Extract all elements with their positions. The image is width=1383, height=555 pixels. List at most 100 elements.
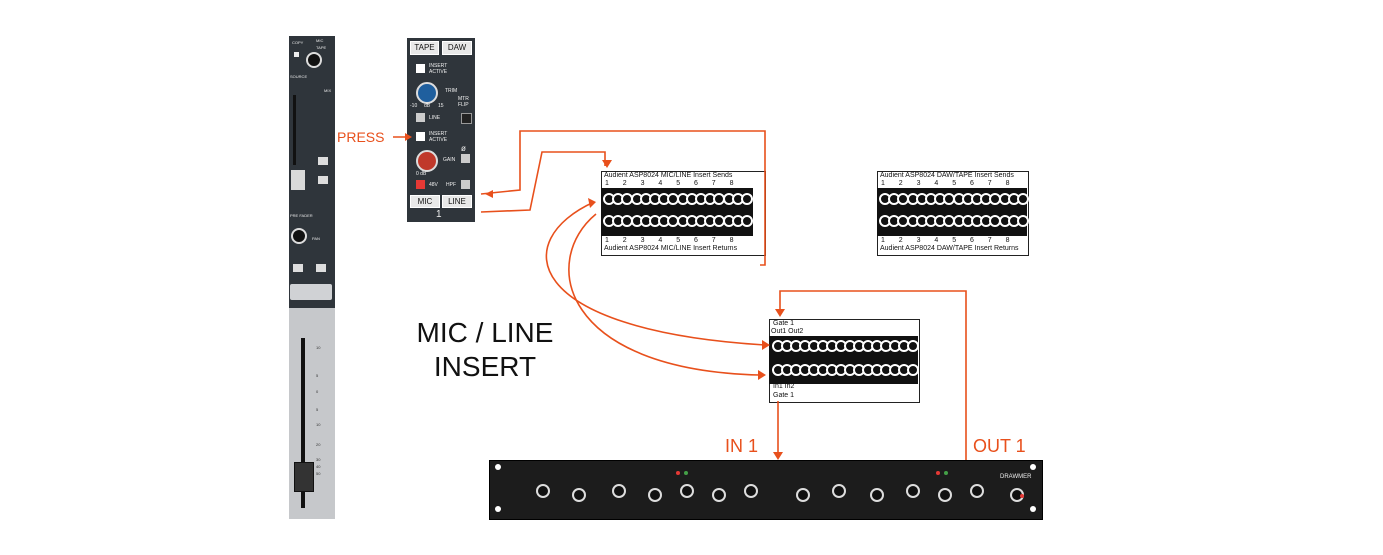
patchbay-daw-tape-bottom-number: 3 xyxy=(916,237,921,244)
tape-button[interactable]: TAPE xyxy=(410,41,439,55)
patchbay-gate-bottom-label: Gate 1 xyxy=(773,392,795,399)
send-cable xyxy=(480,130,766,266)
patchbay-mic-line-bottom-number: 4 xyxy=(658,237,663,244)
patchbay-mic-line-top-number: 7 xyxy=(711,180,716,187)
strip-button-b[interactable] xyxy=(318,176,328,184)
patchbay-daw-tape-top-number: 6 xyxy=(970,180,974,187)
gain-knob[interactable] xyxy=(416,150,438,172)
rack-knob[interactable] xyxy=(680,484,694,498)
out1-arrowhead xyxy=(775,309,785,317)
scale-5: 5 xyxy=(316,373,319,378)
rack-knob[interactable] xyxy=(648,488,662,502)
gate-out-arrowhead xyxy=(762,340,770,350)
rack-knob[interactable] xyxy=(712,488,726,502)
out1-label: OUT 1 xyxy=(973,436,1026,456)
mic-button[interactable]: MIC xyxy=(410,195,440,208)
trim-unit-label: dB xyxy=(424,103,431,109)
pan-knob[interactable] xyxy=(291,228,307,244)
patchbay-mic-line-bottom-number: 8 xyxy=(729,237,734,244)
trim-max-label: 15 xyxy=(438,103,444,109)
main-fader-cap[interactable] xyxy=(294,462,314,492)
rack-knob[interactable] xyxy=(970,484,984,498)
insert-title-line2: INSERT xyxy=(433,351,537,382)
rack-brand: DRAWMER xyxy=(1000,474,1032,480)
patchbay-mic-line-jack[interactable] xyxy=(741,215,753,227)
scale-10b: 10 xyxy=(316,422,321,427)
48v-button[interactable] xyxy=(416,180,425,189)
patchbay-daw-tape-jack[interactable] xyxy=(1017,193,1029,205)
patchbay-daw-tape-bottom-number: 6 xyxy=(970,237,974,244)
patchbay-mic-line-bottom-number: 6 xyxy=(694,237,698,244)
patchbay-mic-line-top-number: 3 xyxy=(640,180,645,187)
fader-track xyxy=(301,338,305,508)
patchbay-gate-bottom-sub: In1 In2 xyxy=(773,383,795,390)
in1-label: IN 1 xyxy=(725,436,759,456)
upper-fader-cap[interactable] xyxy=(291,170,305,190)
rack-knob[interactable] xyxy=(906,484,920,498)
return-arrowhead xyxy=(602,160,612,168)
line-button[interactable] xyxy=(416,113,425,122)
patchbay-daw-tape-top-number: 7 xyxy=(987,180,992,187)
rack-led-4 xyxy=(944,471,948,475)
meter-track xyxy=(293,95,296,165)
patchbay-daw-tape-bottom-number: 5 xyxy=(952,237,957,244)
rack-screw-bl xyxy=(495,506,501,512)
cut-button[interactable] xyxy=(316,264,326,272)
rack-screw-br xyxy=(1030,506,1036,512)
patchbay-mic-line-top-label: Audient ASP8024 MIC/LINE Insert Sends xyxy=(604,172,733,179)
press-arrowhead xyxy=(405,133,412,141)
hpf-label: HPF xyxy=(446,182,456,188)
patchbay-daw-tape-top-number: 1 xyxy=(881,180,885,187)
patchbay-mic-line-top-number: 1 xyxy=(605,180,609,187)
insert-active-2-button[interactable] xyxy=(416,132,425,141)
rack-knob[interactable] xyxy=(796,488,810,502)
insert-active-2-label: INSERT ACTIVE xyxy=(429,131,448,143)
patchbay-mic-line-bottom-number: 2 xyxy=(622,237,627,244)
patchbay-daw-tape-top-number: 2 xyxy=(898,180,903,187)
patchbay-gate-jack[interactable] xyxy=(907,364,919,376)
out1-cable xyxy=(779,290,967,460)
rack-knob[interactable] xyxy=(744,484,758,498)
mtr-flip-button[interactable] xyxy=(461,113,472,124)
patchbay-daw-tape-top-number: 5 xyxy=(952,180,957,187)
rack-knob[interactable] xyxy=(870,488,884,502)
rack-knob[interactable] xyxy=(536,484,550,498)
patchbay-mic-line-bottom-number: 7 xyxy=(711,237,716,244)
trim-knob[interactable] xyxy=(416,82,438,104)
patchbay-daw-tape-bottom-number: 8 xyxy=(1005,237,1010,244)
patchbay-mic-line-bottom-number: 1 xyxy=(605,237,609,244)
daw-button[interactable]: DAW xyxy=(442,41,472,55)
source-knob[interactable] xyxy=(306,52,322,68)
phase-button[interactable] xyxy=(461,154,470,163)
rack-knob[interactable] xyxy=(832,484,846,498)
solo-button[interactable] xyxy=(293,264,303,272)
rack-knob[interactable] xyxy=(938,488,952,502)
patchbay-daw-tape-top-number: 4 xyxy=(934,180,939,187)
trim-min-label: -10 xyxy=(410,103,418,109)
strip-button-a[interactable] xyxy=(318,157,328,165)
patchbay-mic-line-jack[interactable] xyxy=(741,193,753,205)
patchbay-mic-line-bottom-label: Audient ASP8024 MIC/LINE Insert Returns xyxy=(604,245,738,252)
rack-led-2 xyxy=(684,471,688,475)
hpf-button[interactable] xyxy=(461,180,470,189)
patchbay-daw-tape-top-label: Audient ASP8024 DAW/TAPE Insert Sends xyxy=(880,172,1014,179)
copy-button[interactable] xyxy=(294,52,299,57)
patchbay-daw-tape-top-number: 8 xyxy=(1005,180,1010,187)
patchbay-daw-tape-bottom-number: 4 xyxy=(934,237,939,244)
gain-range-label: 0 dB xyxy=(416,171,427,177)
patchbay-gate-top-sub: Out1 Out2 xyxy=(771,328,804,335)
rack-led-3 xyxy=(936,471,940,475)
patchbay-gate-jack[interactable] xyxy=(907,340,919,352)
patchbay-daw-tape-jack[interactable] xyxy=(1017,215,1029,227)
patchbay-daw-tape-bottom-number: 7 xyxy=(987,237,992,244)
insert-active-1-label: INSERT ACTIVE xyxy=(429,63,448,75)
insert-cable-in xyxy=(568,213,761,376)
in1-arrowhead xyxy=(773,452,783,460)
rack-knob[interactable] xyxy=(612,484,626,498)
rack-knob[interactable] xyxy=(572,488,586,502)
insert-cable-out xyxy=(545,201,766,346)
line-select-button[interactable]: LINE xyxy=(442,195,472,208)
patchbay-mic-line-top-number: 5 xyxy=(676,180,681,187)
insert-active-1-button[interactable] xyxy=(416,64,425,73)
press-label: PRESS xyxy=(337,129,385,145)
